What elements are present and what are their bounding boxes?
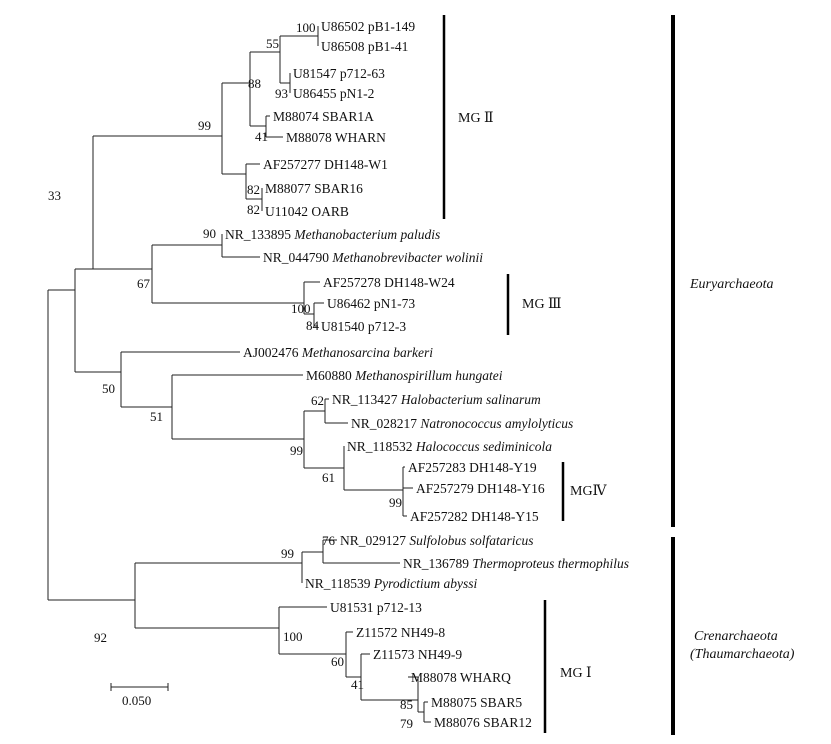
- leaf-label: AF257282 DH148-Y15: [410, 509, 539, 524]
- bootstrap-value: 100: [291, 301, 311, 316]
- leaf-label: U86455 pN1-2: [293, 86, 374, 101]
- leaf-label: NR_029127 Sulfolobus solfataricus: [340, 533, 534, 548]
- leaf-label: AF257278 DH148-W24: [323, 275, 455, 290]
- bootstrap-value: 41: [255, 129, 268, 144]
- leaf-label: NR_028217 Natronococcus amylolyticus: [351, 416, 573, 431]
- group-label-mg3: MG Ⅲ: [522, 297, 562, 312]
- leaf-label: M88074 SBAR1A: [273, 109, 374, 124]
- leaf-label: M88075 SBAR5: [431, 695, 522, 710]
- leaf-label: U11042 OARB: [265, 204, 349, 219]
- bootstrap-value: 82: [247, 202, 260, 217]
- group-label-mg2: MG Ⅱ: [458, 111, 494, 126]
- bootstrap-value: 79: [400, 716, 413, 731]
- leaf-label: NR_118539 Pyrodictium abyssi: [305, 576, 477, 591]
- bootstrap-value: 60: [331, 654, 344, 669]
- bootstrap-value: 90: [203, 226, 216, 241]
- bootstrap-value: 85: [400, 697, 413, 712]
- bootstrap-value: 100: [283, 629, 303, 644]
- leaf-label: Z11573 NH49-9: [373, 647, 462, 662]
- bootstrap-value: 99: [281, 546, 294, 561]
- scale-bar-label: 0.050: [122, 693, 151, 708]
- leaf-label: AJ002476 Methanosarcina barkeri: [243, 345, 433, 360]
- bootstrap-labels: 100 55 93 88 41 82 82 99 33 90 67 100 84 50 62 51 99 61 99…: [48, 20, 413, 731]
- bootstrap-value: 50: [102, 381, 115, 396]
- leaf-label: AF257279 DH148-Y16: [416, 481, 545, 496]
- bootstrap-value: 84: [306, 318, 320, 333]
- leaf-label: NR_113427 Halobacterium salinarum: [332, 392, 541, 407]
- bootstrap-value: 76: [322, 533, 336, 548]
- leaf-label: M88076 SBAR12: [434, 715, 532, 730]
- clade-label-euryarchaeota: Euryarchaeota: [689, 277, 773, 292]
- group-label-mg4: MGⅣ: [570, 484, 608, 499]
- bootstrap-value: 62: [311, 393, 324, 408]
- bootstrap-value: 92: [94, 630, 107, 645]
- leaf-label: NR_044790 Methanobrevibacter wolinii: [263, 250, 483, 265]
- tree-branches: [47, 26, 431, 723]
- bootstrap-value: 33: [48, 188, 61, 203]
- leaf-label: M60880 Methanospirillum hungatei: [306, 368, 503, 383]
- leaf-label: NR_133895 Methanobacterium paludis: [225, 227, 440, 242]
- leaf-label: U86462 pN1-73: [327, 296, 415, 311]
- bootstrap-value: 51: [150, 409, 163, 424]
- bootstrap-value: 100: [296, 20, 316, 35]
- leaf-label: AF257277 DH148-W1: [263, 157, 388, 172]
- leaf-label: NR_136789 Thermoproteus thermophilus: [403, 556, 629, 571]
- leaf-label: M88078 WHARN: [286, 130, 386, 145]
- leaf-label: AF257283 DH148-Y19: [408, 460, 537, 475]
- bootstrap-value: 41: [351, 677, 364, 692]
- leaf-label: M88077 SBAR16: [265, 181, 363, 196]
- bootstrap-value: 93: [275, 86, 288, 101]
- leaf-label: Z11572 NH49-8: [356, 625, 445, 640]
- bootstrap-value: 88: [248, 76, 261, 91]
- bootstrap-value: 99: [389, 495, 402, 510]
- leaf-label: U81531 p712-13: [330, 600, 422, 615]
- leaf-label: U86502 pB1-149: [321, 19, 415, 34]
- bootstrap-value: 55: [266, 36, 279, 51]
- leaf-label: M88078 WHARQ: [411, 670, 511, 685]
- bootstrap-value: 99: [198, 118, 211, 133]
- leaf-label: U86508 pB1-41: [321, 39, 408, 54]
- bootstrap-value: 99: [290, 443, 303, 458]
- group-label-mg1: MG Ⅰ: [560, 666, 592, 681]
- leaf-label: U81547 p712-63: [293, 66, 385, 81]
- bootstrap-value: 82: [247, 182, 260, 197]
- clade-label-crenarchaeota: Crenarchaeota: [694, 629, 778, 644]
- leaf-label: NR_118532 Halococcus sediminicola: [347, 439, 552, 454]
- bootstrap-value: 67: [137, 276, 151, 291]
- leaf-label: U81540 p712-3: [321, 319, 406, 334]
- bootstrap-value: 61: [322, 470, 335, 485]
- clade-label-thaumarchaeota: (Thaumarchaeota): [690, 647, 795, 662]
